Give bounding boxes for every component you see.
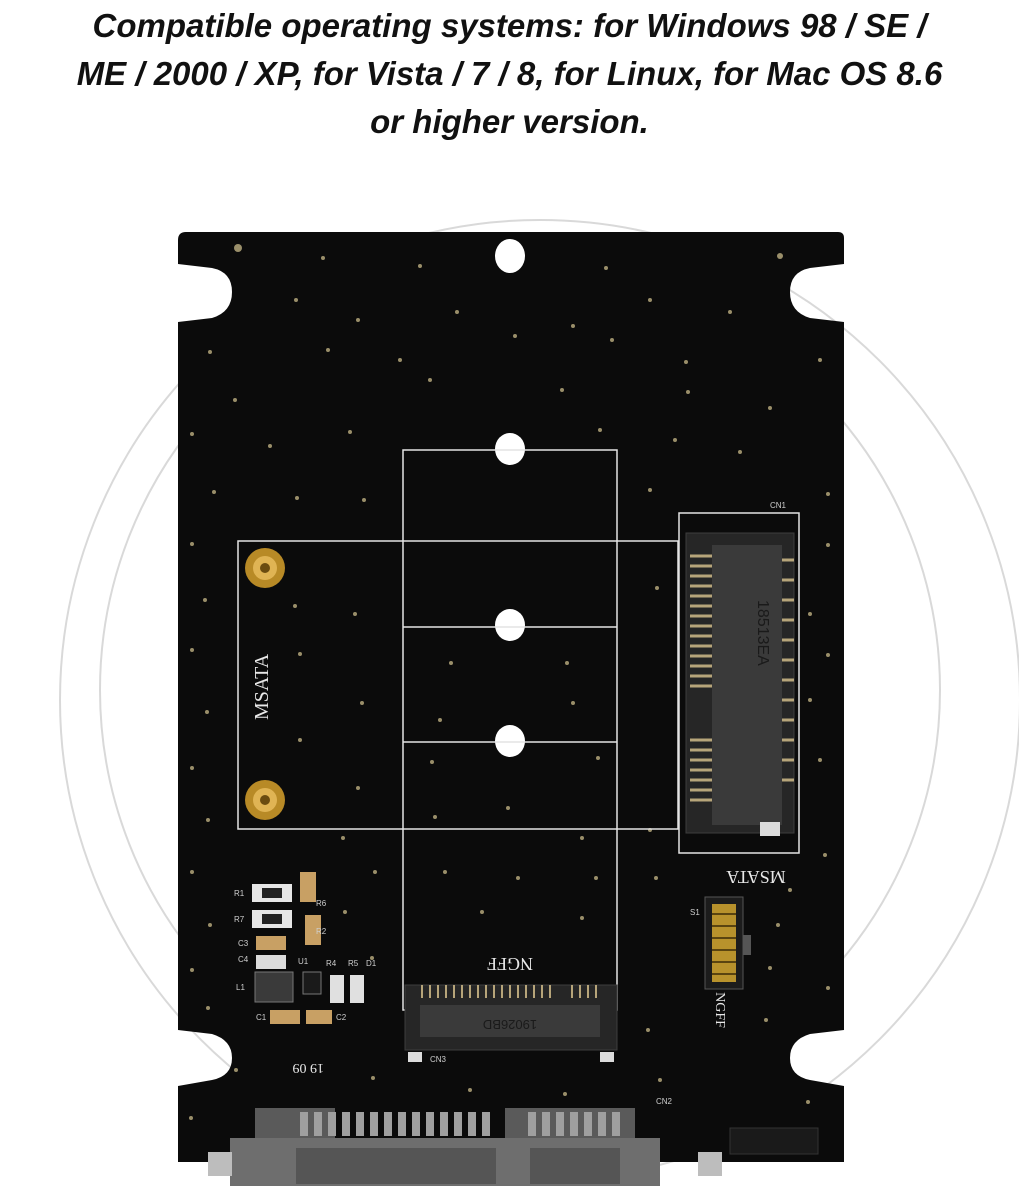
component-designators: R1 R7 C3 C4 L1 C1 C2 U1 R4 R5 R6 R2 D1 S… [234, 889, 700, 1022]
msata-socket-marking: 18513EA [754, 600, 771, 666]
r1-label: R1 [234, 889, 245, 898]
switch-label-msata: MSATA [726, 867, 786, 887]
msata-socket: 18513EA [685, 532, 795, 836]
switch-label-ngff: NGFF [712, 992, 727, 1028]
r2-label: R2 [316, 927, 327, 936]
r5-label: R5 [348, 959, 359, 968]
compatibility-caption: Compatible operating systems: for Window… [0, 2, 1019, 146]
r4-label: R4 [326, 959, 337, 968]
ngff-slot-label: NGFF [487, 954, 533, 974]
u1-label: U1 [298, 957, 309, 966]
c4-label: C4 [238, 955, 249, 964]
ngff-socket: 19026BD [404, 984, 618, 1062]
d1-label: D1 [366, 959, 377, 968]
mounting-holes [495, 239, 525, 757]
ngff-socket-marking: 19026BD [483, 1017, 537, 1032]
date-code: 19 09 [293, 1060, 325, 1075]
pcb-board: MSATA [178, 232, 844, 1186]
s1-label: S1 [690, 908, 700, 917]
caption-line-2: ME / 2000 / XP, for Vista / 7 / 8, for L… [76, 55, 943, 92]
smd-components [252, 872, 364, 1024]
caption-line-3: or higher version. [370, 103, 649, 140]
sata-connector [208, 1108, 819, 1186]
r6-label: R6 [316, 899, 327, 908]
pcb-outline [178, 232, 844, 1162]
gold-standoffs [245, 548, 285, 820]
r7-label: R7 [234, 915, 245, 924]
msata-slot-label: MSATA [251, 653, 273, 720]
l1-label: L1 [236, 983, 245, 992]
cn2-label: CN2 [656, 1097, 673, 1106]
c3-label: C3 [238, 939, 249, 948]
cn3-label: CN3 [430, 1055, 447, 1064]
cn1-label: CN1 [770, 501, 787, 510]
mode-switch [704, 896, 751, 990]
c2-label: C2 [336, 1013, 347, 1022]
caption-line-1: Compatible operating systems: for Window… [92, 7, 927, 44]
c1-label: C1 [256, 1013, 267, 1022]
via-dots [189, 244, 830, 1120]
